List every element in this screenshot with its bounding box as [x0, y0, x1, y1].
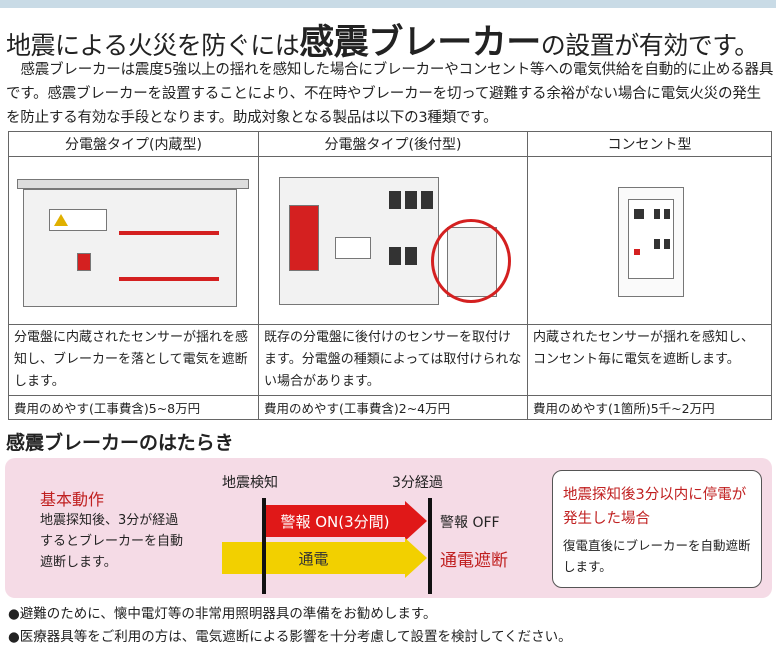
- page-title: 地震による火災を防ぐには感震ブレーカーの設置が有効です。: [6, 23, 759, 63]
- detect-line: [262, 498, 266, 594]
- bullet-note: ●医療器具等をご利用の方は、電気遮断による影響を十分考慮して設置を検討してくださ…: [8, 629, 572, 645]
- type-desc: 内蔵されたセンサーが揺れを感知し、コンセント毎に電気を遮断します。: [527, 324, 772, 396]
- elapsed-line: [428, 498, 432, 594]
- power-arrow: 通電: [222, 538, 427, 578]
- note-title: 地震探知後3分以内に停電が発生した場合: [563, 487, 747, 527]
- elapsed-label: 3分経過: [392, 475, 443, 491]
- type-desc: 既存の分電盤に後付けのセンサーを取付けます。分電盤の種類によっては取付けられない…: [258, 324, 528, 396]
- top-band: [0, 0, 776, 8]
- basic-desc: 地震探知後、3分が経過するとブレーカーを自動遮断します。: [40, 513, 184, 570]
- alarm-off-label: 警報 OFF: [440, 515, 500, 531]
- intro-text: 感震ブレーカーは震度5強以上の揺れを感知した場合にブレーカーやコンセント等への電…: [6, 62, 774, 126]
- alarm-on-arrow: 警報 ON(3分間): [265, 501, 427, 541]
- basic-title: 基本動作: [40, 490, 105, 509]
- outlet-illustration: [527, 156, 772, 325]
- detect-label: 地震検知: [222, 475, 278, 491]
- type-cost: 費用のめやす(工事費含)5~8万円: [8, 395, 259, 420]
- type-cost: 費用のめやす(1箇所)5千~2万円: [527, 395, 772, 420]
- section-title: 感震ブレーカーのはたらき: [6, 432, 234, 454]
- highlight-circle: [431, 219, 511, 303]
- builtin-panel-illustration: [8, 156, 259, 325]
- type-name: コンセント型: [527, 131, 772, 157]
- bullet-note: ●避難のために、懐中電灯等の非常用照明器具の準備をお勧めします。: [8, 606, 437, 622]
- power-outage-note: 地震探知後3分以内に停電が発生した場合 復電直後にブレーカーを自動遮断します。: [552, 470, 762, 588]
- type-cost: 費用のめやす(工事費含)2~4万円: [258, 395, 528, 420]
- retrofit-panel-illustration: [258, 156, 528, 325]
- cutoff-label: 通電遮断: [440, 551, 508, 571]
- product-types-table: 分電盤タイプ(内蔵型) 分電盤タイプ(後付型) コンセント型 分電盤に内蔵された…: [8, 131, 772, 420]
- type-desc: 分電盤に内蔵されたセンサーが揺れを感知し、ブレーカーを落として電気を遮断します。: [8, 324, 259, 396]
- type-name: 分電盤タイプ(内蔵型): [8, 131, 259, 157]
- type-name: 分電盤タイプ(後付型): [258, 131, 528, 157]
- note-desc: 復電直後にブレーカーを自動遮断します。: [563, 538, 751, 574]
